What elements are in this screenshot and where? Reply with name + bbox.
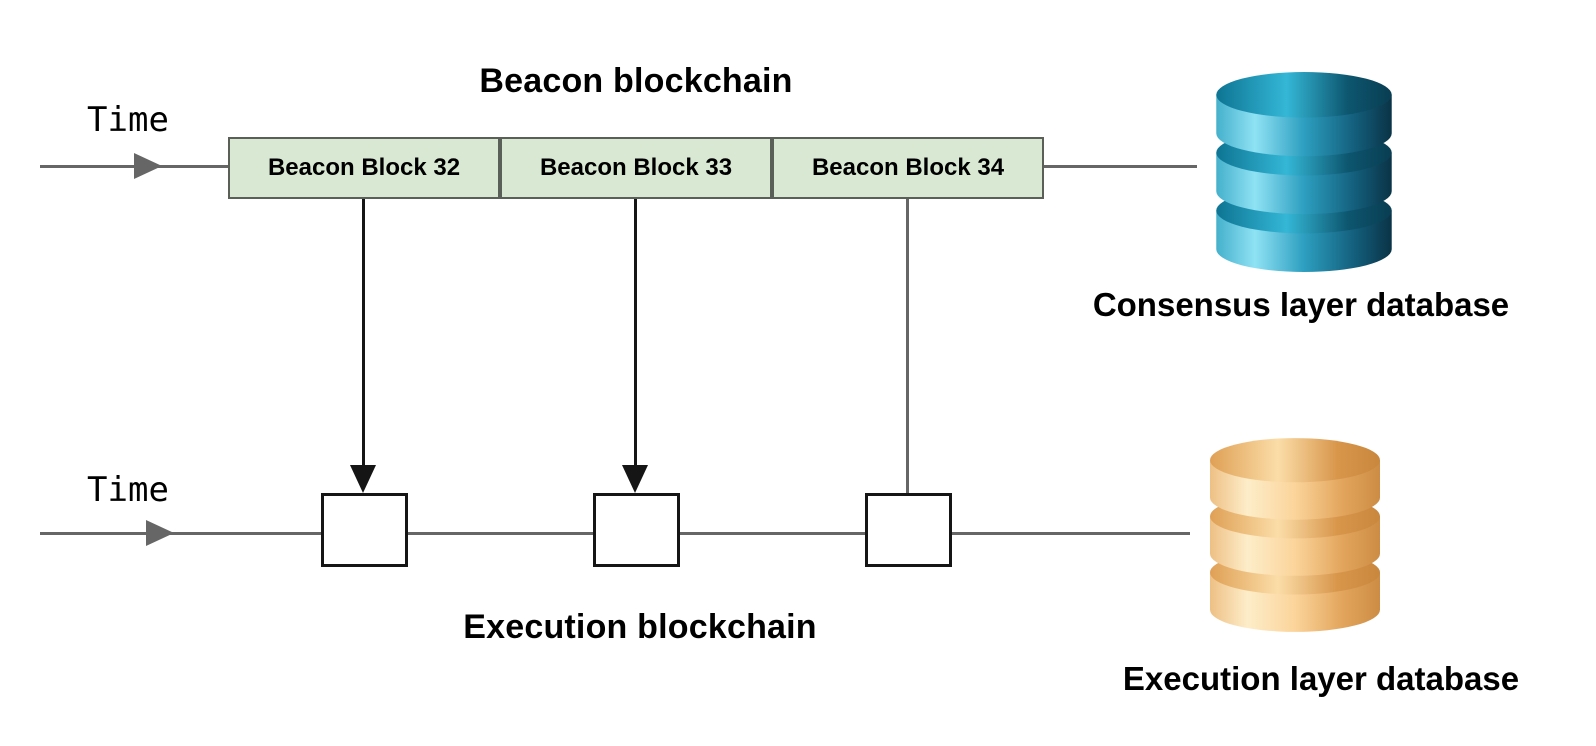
- time-label-top: Time: [87, 100, 169, 140]
- arrow-right-icon: [134, 153, 162, 179]
- execution-block-3: [865, 493, 952, 567]
- connector-line-3: [906, 199, 909, 493]
- connector-line-1: [362, 199, 365, 465]
- arrow-right-icon-bottom: [146, 520, 174, 546]
- consensus-database-icon: [1216, 72, 1392, 272]
- execution-database-icon: [1210, 438, 1380, 632]
- beacon-block-33: Beacon Block 33: [500, 137, 772, 199]
- connector-line-2: [634, 199, 637, 465]
- beacon-block-32: Beacon Block 32: [228, 137, 500, 199]
- consensus-database-label: Consensus layer database: [1092, 286, 1510, 323]
- beacon-block-34: Beacon Block 34: [772, 137, 1044, 199]
- beacon-timeline-right: [1044, 165, 1197, 168]
- beacon-block-row: Beacon Block 32 Beacon Block 33 Beacon B…: [228, 137, 1044, 199]
- arrow-down-icon-1: [350, 465, 376, 493]
- execution-block-2: [593, 493, 680, 567]
- time-label-bottom: Time: [87, 470, 169, 510]
- arrow-down-icon-2: [622, 465, 648, 493]
- execution-blockchain-title: Execution blockchain: [463, 608, 817, 646]
- execution-block-1: [321, 493, 408, 567]
- beacon-blockchain-title: Beacon blockchain: [479, 62, 793, 100]
- execution-database-label: Execution layer database: [1122, 660, 1520, 697]
